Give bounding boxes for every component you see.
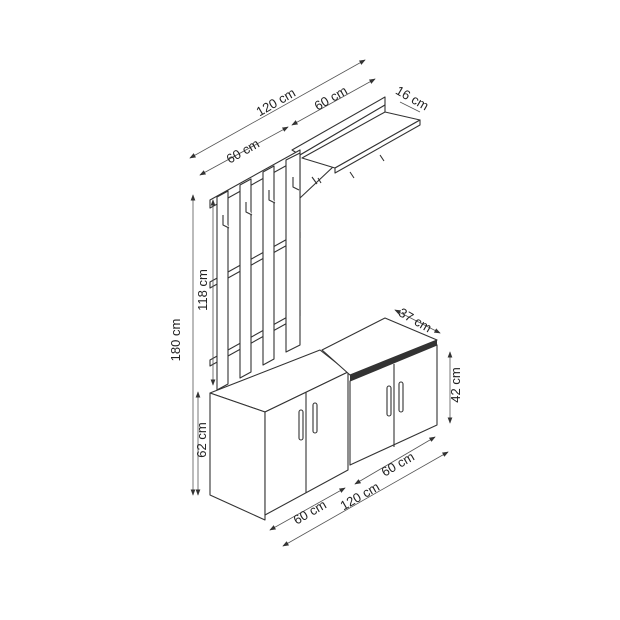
door-handle	[298, 409, 304, 441]
dimension-lines	[189, 59, 453, 547]
coat-panel	[209, 149, 301, 391]
door-handle	[312, 402, 318, 434]
wall-shelf	[291, 96, 421, 199]
label-total-height: 180 cm	[168, 319, 183, 362]
label-shelf-depth: 16 cm	[393, 83, 431, 114]
door-handle	[386, 385, 392, 417]
label-panel-width: 60 cm	[224, 136, 262, 167]
label-panel-height: 118 cm	[195, 269, 210, 311]
label-shelf-width: 60 cm	[312, 83, 350, 114]
shoe-cabinet	[209, 349, 349, 521]
label-base-total-width: 120 cm	[338, 479, 382, 513]
label-bench-width: 60 cm	[379, 449, 417, 480]
label-shelf-total-width: 120 cm	[254, 85, 298, 119]
door-handle	[398, 381, 404, 413]
label-bench-height: 42 cm	[448, 367, 463, 402]
label-cabinet-height: 62 cm	[194, 422, 209, 457]
